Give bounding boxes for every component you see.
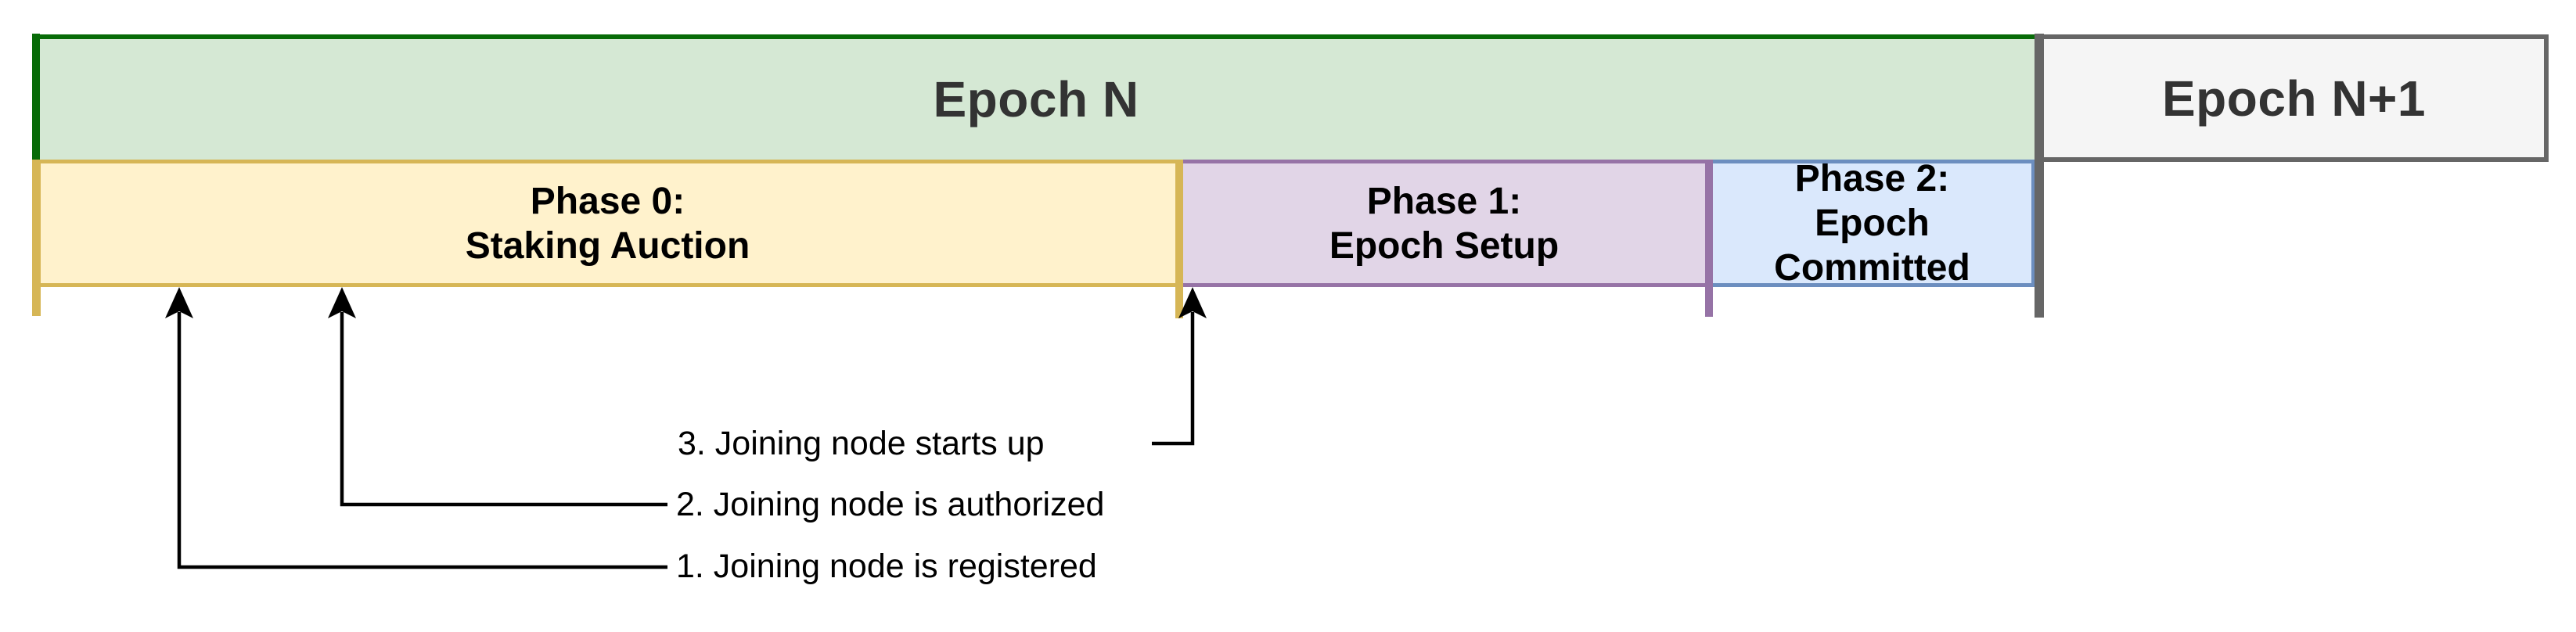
annotation-arrow-2-line <box>340 312 667 507</box>
annotation-label-3: 3. Joining node starts up <box>678 425 1045 462</box>
epoch-n-box: Epoch N <box>36 34 2036 160</box>
phase-0-end-marker <box>1175 160 1183 318</box>
phase-2-epoch-committed-box: Phase 2: Epoch Committed <box>1709 158 2035 289</box>
epoch-n-start-marker <box>32 34 40 160</box>
annotation-label-2: 2. Joining node is authorized <box>676 486 1105 523</box>
phase-0-title-line2: Staking Auction <box>465 224 750 267</box>
annotation-arrow-3-line <box>1152 312 1195 446</box>
phase-1-title-line2: Epoch Setup <box>1329 224 1560 267</box>
phase-0-title-line1: Phase 0: <box>530 180 685 222</box>
phase-1-end-marker <box>1705 160 1713 317</box>
annotation-arrow-1-line <box>177 312 667 569</box>
annotation-label-1: 1. Joining node is registered <box>676 548 1097 585</box>
epoch-n-plus-1-box: Epoch N+1 <box>2039 34 2549 162</box>
epoch-boundary-marker <box>2035 34 2044 318</box>
phase-2-title-line2: Epoch Committed <box>1774 203 1970 289</box>
phase-0-start-marker <box>32 160 41 316</box>
epoch-n-plus-1-label: Epoch N+1 <box>2161 70 2427 127</box>
phase-0-staking-auction-box: Phase 0: Staking Auction <box>36 160 1179 287</box>
annotation-arrow-1-head <box>165 287 193 318</box>
phase-2-title-line1: Phase 2: <box>1794 158 1950 199</box>
annotation-arrow-2-head <box>328 287 356 318</box>
epoch-n-label: Epoch N <box>933 71 1139 127</box>
phase-1-title-line1: Phase 1: <box>1366 180 1522 222</box>
phase-1-epoch-setup-box: Phase 1: Epoch Setup <box>1179 160 1709 287</box>
